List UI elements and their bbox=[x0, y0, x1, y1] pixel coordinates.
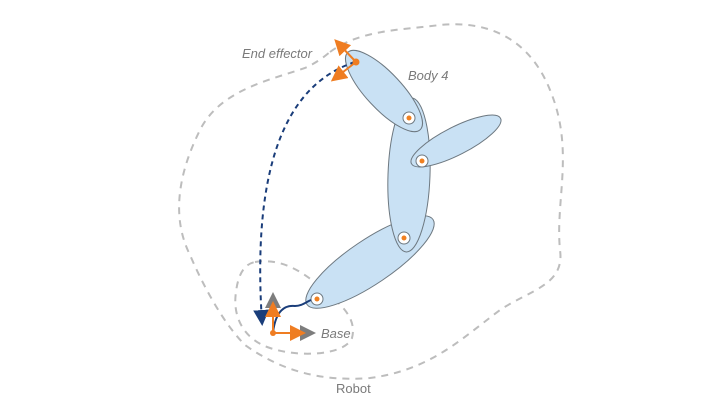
body-link-3 bbox=[410, 114, 502, 168]
body4-label: Body 4 bbox=[408, 68, 448, 83]
end-effector-frame bbox=[330, 39, 360, 82]
joint-3 bbox=[415, 154, 429, 168]
end-effector-label: End effector bbox=[242, 46, 313, 61]
base-label: Base bbox=[321, 326, 351, 341]
base-to-body-path bbox=[272, 299, 312, 333]
joint-2 bbox=[397, 231, 411, 245]
joint-4 bbox=[402, 111, 416, 125]
end-effector-transform-path bbox=[253, 61, 356, 326]
joint-1 bbox=[310, 292, 324, 306]
joints bbox=[310, 111, 429, 306]
base-frame bbox=[265, 292, 316, 341]
robot-label: Robot bbox=[336, 381, 371, 396]
